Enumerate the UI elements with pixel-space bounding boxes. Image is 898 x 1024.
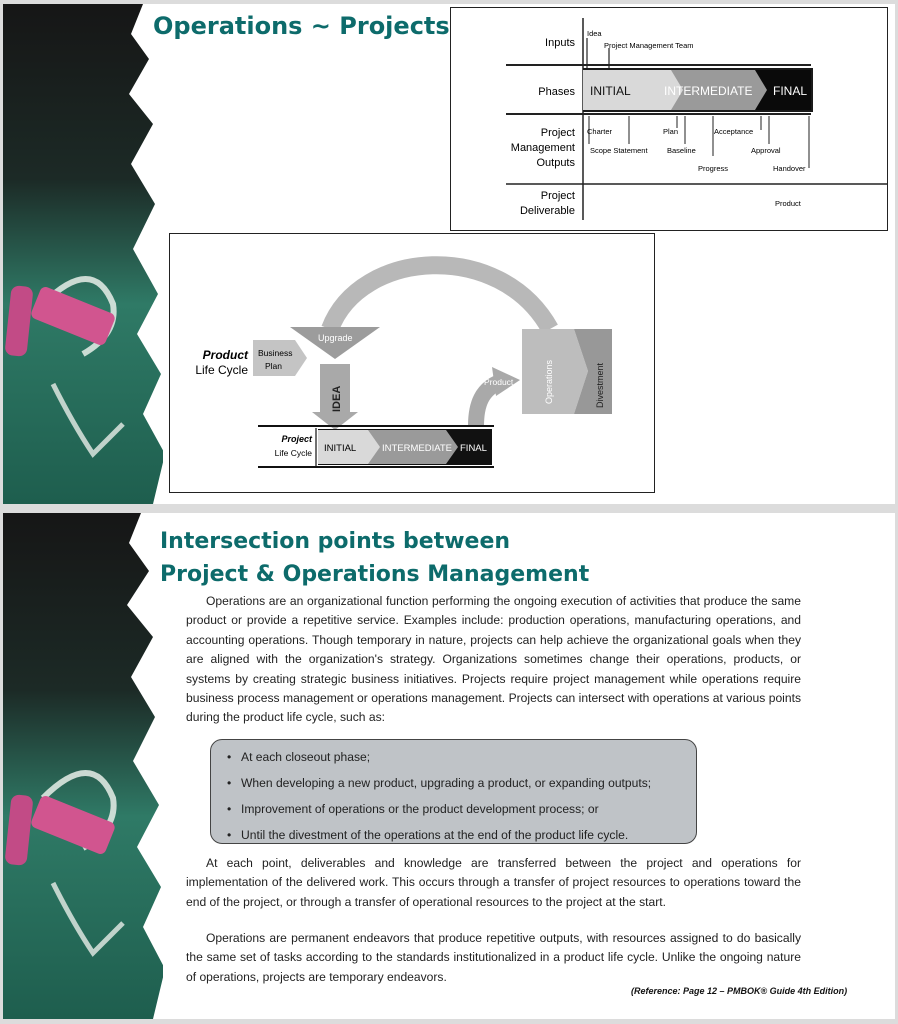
project-phase-intermediate: INTERMEDIATE [382, 443, 452, 454]
output-charter: Charter [587, 127, 613, 136]
product-label: Product [203, 348, 249, 362]
title-line-1: Intersection points between [160, 529, 511, 554]
phase-final: FINAL [773, 84, 807, 98]
list-item: Improvement of operations or the product… [227, 796, 696, 822]
output-plan: Plan [663, 127, 678, 136]
project-label: Project [281, 434, 313, 444]
page-title: Intersection points between Project & Op… [160, 525, 589, 591]
chalkboard-decoration [3, 513, 163, 1019]
intersection-points-list: At each closeout phase; When developing … [210, 739, 697, 848]
paragraph-transfer: At each point, deliverables and knowledg… [186, 856, 801, 909]
output-scope-statement: Scope Statement [590, 146, 648, 155]
row-label-pm-outputs-3: Outputs [536, 157, 575, 169]
output-handover: Handover [773, 164, 806, 173]
row-label-phases: Phases [538, 86, 575, 98]
reference-note: (Reference: Page 12 – PMBOK® Guide 4th E… [631, 986, 848, 996]
deliverable-product: Product [775, 199, 802, 208]
product-lifecycle-diagram: Upgrade Product Life Cycle Business Plan… [169, 233, 655, 493]
project-phase-initial: INITIAL [324, 443, 356, 454]
operations-label: Operations [544, 359, 554, 404]
input-idea: Idea [587, 29, 602, 38]
row-label-inputs: Inputs [545, 37, 575, 49]
list-item: When developing a new product, upgrading… [227, 770, 696, 796]
phase-initial: INITIAL [590, 84, 631, 98]
paragraph-operations-definition: Operations are an organizational functio… [186, 594, 801, 725]
input-pm-team: Project Management Team [604, 41, 694, 50]
project-phase-diagram: Inputs Phases Project Management Outputs… [450, 7, 888, 231]
business-plan-line2: Plan [265, 361, 282, 371]
project-phase-final: FINAL [460, 443, 487, 454]
output-acceptance: Acceptance [714, 127, 753, 136]
business-plan-line1: Business [258, 348, 293, 358]
slide-intersection-points: Intersection points between Project & Op… [3, 513, 895, 1019]
page-title: Operations ~ Projects [153, 12, 450, 40]
row-label-pm-outputs-1: Project [541, 127, 575, 139]
idea-label: IDEA [331, 386, 343, 412]
upgrade-label: Upgrade [318, 333, 353, 343]
row-label-deliverable-2: Deliverable [520, 205, 575, 217]
list-item: At each closeout phase; [227, 744, 696, 770]
paragraph-permanent-endeavors: Operations are permanent endeavors that … [186, 931, 801, 984]
title-line-2: Project & Operations Management [160, 562, 590, 587]
row-label-deliverable-1: Project [541, 190, 575, 202]
product-arrow-label: Product [484, 377, 514, 387]
chalkboard-decoration [3, 4, 163, 504]
row-label-pm-outputs-2: Management [511, 142, 575, 154]
divestment-label: Divestment [595, 362, 605, 408]
output-approval: Approval [751, 146, 781, 155]
life-cycle-label: Life Cycle [195, 363, 248, 377]
output-baseline: Baseline [667, 146, 696, 155]
list-item: Until the divestment of the operations a… [227, 822, 696, 848]
phase-intermediate: INTERMEDIATE [664, 84, 752, 98]
project-life-cycle-label: Life Cycle [275, 448, 313, 458]
output-progress: Progress [698, 164, 728, 173]
slide-operations-projects: Operations ~ Projects Inputs Phases Proj… [3, 4, 895, 504]
